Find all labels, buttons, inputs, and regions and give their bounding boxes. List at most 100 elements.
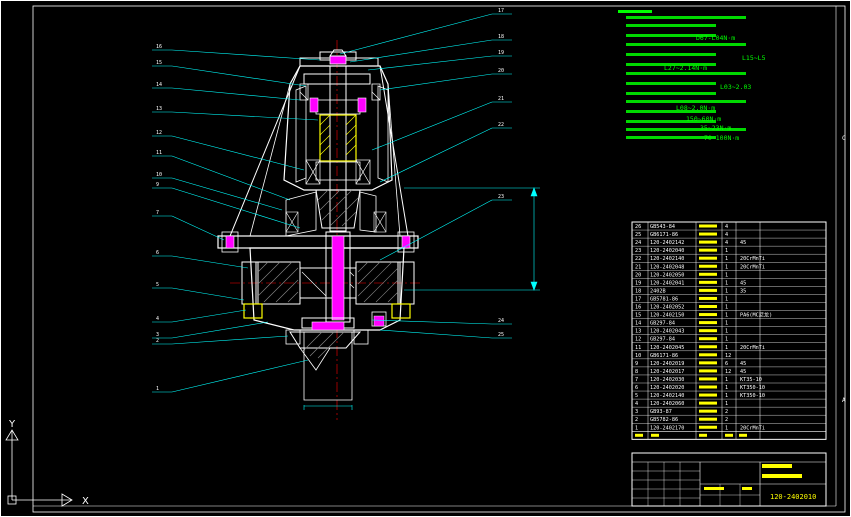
bom-item-number: 6 [635, 385, 638, 391]
note-value: L27~2.14N·m [664, 64, 707, 72]
callout-left-6: 6 [156, 250, 159, 256]
bom-item-qty: 12 [725, 353, 731, 359]
bom-item-material: 45 [740, 240, 746, 246]
notes-heading [618, 10, 652, 13]
bom-item-name [699, 393, 717, 397]
callout-left-7: 7 [156, 210, 159, 216]
callout-left-16: 16 [156, 44, 162, 50]
border-letter-a: A [842, 397, 846, 404]
note-line [626, 16, 746, 19]
bom-row: 24 120-2402142 4 45 [635, 240, 746, 246]
bom-item-code: 120-2402030 [650, 377, 684, 383]
bom-header-cell [651, 433, 659, 437]
bom-item-number: 14 [635, 321, 641, 327]
note-value: D67-L04N·m [696, 34, 735, 42]
bom-item-name [699, 296, 717, 300]
bom-item-qty: 1 [725, 272, 728, 278]
callout-right-23: 23 [498, 194, 504, 200]
bom-item-number: 26 [635, 224, 641, 230]
axis-y-label: Y [8, 419, 16, 430]
note-line [626, 136, 716, 139]
border-letter-c: C [842, 135, 846, 142]
bom-item-qty: 1 [725, 313, 728, 319]
bom-item-number: 1 [635, 425, 638, 431]
bom-item-material: PA6(MC尼龙) [740, 311, 772, 319]
callout-left-13: 13 [156, 106, 162, 112]
bom-item-name [699, 361, 717, 365]
callout-left-12: 12 [156, 130, 162, 136]
drawing-frame [32, 5, 846, 513]
bom-item-name [699, 256, 717, 260]
bom-item-code: 120-2402041 [650, 280, 684, 286]
bom-header-cell [699, 433, 707, 437]
bom-item-code: 120-2402052 [650, 305, 684, 311]
bom-item-qty: 1 [725, 377, 728, 383]
bom-item-code: 2402B [650, 288, 666, 294]
bom-item-name [699, 353, 717, 357]
bom-item-code: GB297-84 [650, 337, 675, 343]
bom-item-material: 20CrMnTi [740, 264, 765, 270]
bom-item-name [699, 401, 717, 405]
note-value: 150~60N·m [686, 115, 721, 123]
callout-right-24: 24 [498, 318, 504, 324]
bom-item-material: 20CrMnTi [740, 345, 765, 351]
bom-item-qty: 2 [725, 409, 728, 415]
bom-item-code: 120-2402043 [650, 329, 684, 335]
bom-item-number: 17 [635, 296, 641, 302]
bom-item-qty: 12 [725, 369, 731, 375]
bom-item-number: 3 [635, 409, 638, 415]
note-value: L15~L5 [742, 54, 766, 62]
callout-left-9: 9 [156, 182, 159, 188]
bom-item-qty: 4 [725, 224, 728, 230]
bom-item-qty: 4 [725, 240, 728, 246]
bom-item-material: KT350-10 [740, 393, 765, 399]
bom-item-code: 120-2402140 [650, 393, 684, 399]
bom-item-number: 18 [635, 288, 641, 294]
bom-item-qty: 1 [725, 264, 728, 270]
bom-header-cell [725, 433, 733, 437]
note-line [626, 43, 746, 46]
bom-item-number: 24 [635, 240, 641, 246]
bom-item-number: 11 [635, 345, 641, 351]
bom-item-qty: 4 [725, 232, 728, 238]
bom-item-number: 16 [635, 305, 641, 311]
bom-item-name [699, 329, 717, 333]
bom-item-code: 120-2402040 [650, 248, 684, 254]
bom-item-name [699, 248, 717, 252]
bom-item-code: 120-2402045 [650, 345, 684, 351]
bom-item-qty: 1 [725, 280, 728, 286]
bom-item-qty: 1 [725, 401, 728, 407]
note-line [626, 110, 716, 113]
bom-item-code: 120-2402142 [650, 240, 684, 246]
callout-left-15: 15 [156, 60, 162, 66]
note-line [626, 120, 716, 123]
bom-item-qty: 1 [725, 425, 728, 431]
bom-item-code: 120-2402150 [650, 313, 684, 319]
bom-item-code: 120-2402020 [650, 385, 684, 391]
bom-item-name [699, 264, 717, 268]
note-value: L08~2.0N·m [676, 104, 715, 112]
bom-item-number: 19 [635, 280, 641, 286]
bom-item-number: 4 [635, 401, 638, 407]
bom-item-material: 45 [740, 280, 746, 286]
note-line [626, 63, 716, 66]
callout-right-21: 21 [498, 96, 504, 102]
bom-item-material: 45 [740, 361, 746, 367]
leader-lines [152, 13, 512, 393]
bom-row: 19 120-2402041 1 45 [635, 280, 746, 286]
